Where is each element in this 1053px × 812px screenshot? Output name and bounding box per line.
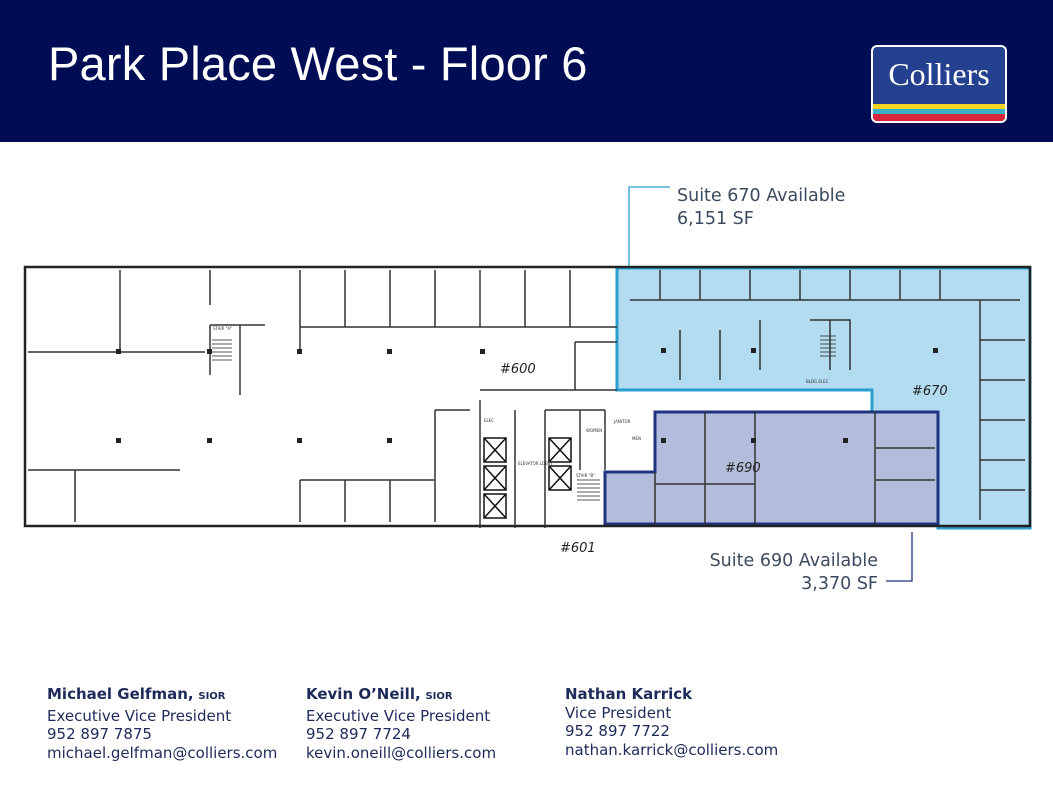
callout-670-leader [628, 186, 670, 266]
suite-600-label: #600 [500, 362, 536, 377]
callout-suite-670: Suite 670 Available 6,151 SF [677, 185, 845, 231]
contact-card: Nathan Karrick Vice President 952 897 77… [565, 685, 778, 759]
interior-walls [28, 270, 1025, 528]
page-title: Park Place West - Floor 6 [48, 37, 588, 90]
contact-name: Kevin O’Neill, [306, 685, 421, 703]
header-banner: Park Place West - Floor 6 Colliers [0, 0, 1053, 142]
bldg-elec-label: BLDG ELEC [806, 379, 829, 384]
contact-email[interactable]: michael.gelfman@colliers.com [47, 743, 278, 762]
elevator-lobby-label: ELEVATOR LOBBY [518, 461, 553, 466]
callout-suite-690: Suite 690 Available 3,370 SF [703, 550, 878, 596]
contact-email[interactable]: kevin.oneill@colliers.com [306, 743, 497, 762]
contact-title: Executive Vice President [306, 706, 491, 725]
columns [116, 348, 938, 443]
callout-670-size: 6,151 SF [677, 209, 754, 229]
elevators [483, 437, 572, 519]
contact-credential: SIOR [425, 691, 453, 702]
colliers-logo: Colliers [871, 45, 1007, 123]
callout-670-suite: Suite 670 Available [677, 186, 846, 206]
logo-band-teal [873, 109, 1005, 114]
floor-plan: #600 #601 #670 #690 ELEVATOR LOBBY WOMEN… [23, 186, 1032, 582]
contact-name: Nathan Karrick [565, 685, 693, 703]
callout-690-leader [886, 532, 913, 582]
callout-690-size: 3,370 SF [801, 574, 878, 594]
contact-phone[interactable]: 952 897 7875 [47, 725, 152, 744]
women-label: WOMEN [586, 428, 602, 433]
contact-card: Michael Gelfman, SIOR Executive Vice Pre… [47, 685, 277, 762]
suite-601-label: #601 [560, 541, 596, 556]
contact-phone[interactable]: 952 897 7724 [306, 725, 411, 744]
suite-670-label: #670 [912, 384, 948, 399]
callout-690-suite: Suite 690 Available [709, 551, 878, 571]
contact-name: Michael Gelfman, [47, 685, 194, 703]
building-outline [23, 265, 1032, 528]
stairs [212, 335, 836, 501]
contact-title: Vice President [565, 703, 672, 722]
stair-a-label: STAIR "A" [213, 326, 232, 331]
contact-phone[interactable]: 952 897 7722 [565, 722, 670, 741]
contact-email[interactable]: nathan.karrick@colliers.com [565, 740, 779, 759]
contact-card: Kevin O’Neill, SIOR Executive Vice Presi… [306, 685, 496, 762]
contact-title: Executive Vice President [47, 706, 232, 725]
logo-text: Colliers [888, 56, 990, 92]
logo-band-yellow [873, 104, 1005, 109]
stair-b-label: STAIR "B" [576, 473, 595, 478]
elec-label: ELEC [484, 418, 494, 423]
suite-690-label: #690 [725, 461, 761, 476]
men-label: MEN [632, 436, 641, 441]
logo-band-red [873, 114, 1005, 121]
janitor-label: JANITOR [613, 419, 631, 424]
contact-credential: SIOR [198, 691, 226, 702]
